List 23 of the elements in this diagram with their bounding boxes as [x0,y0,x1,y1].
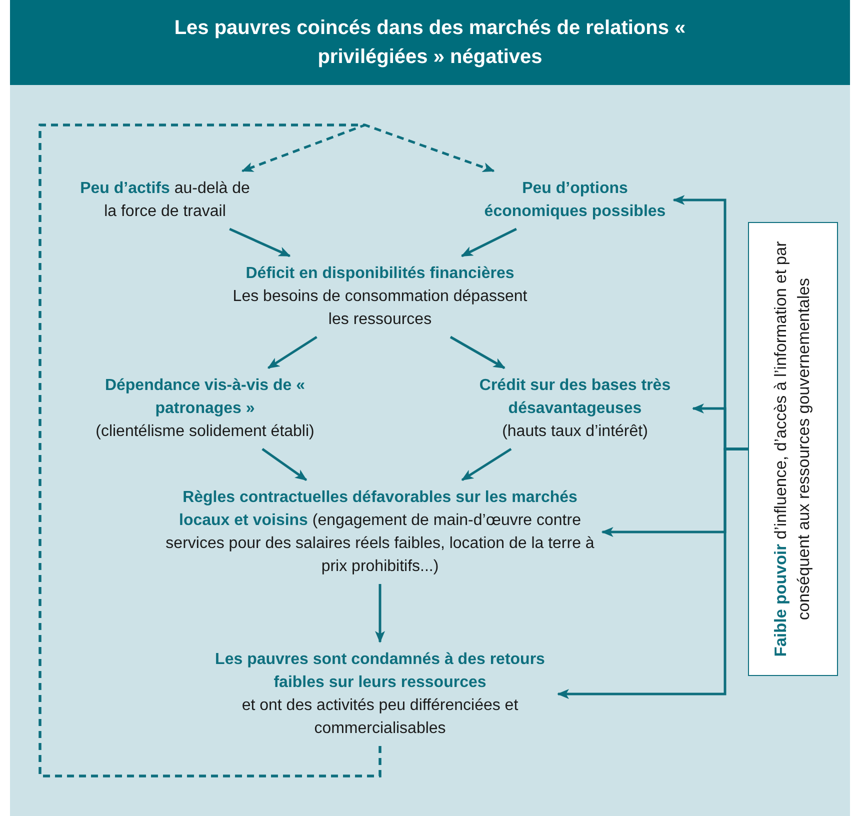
node-heading: Déficit en disponibilités financières [244,264,516,284]
title: Les pauvres coincés dans des marchés de relations « privilégiées » négatives [173,16,687,70]
dashed-arrow [38,124,495,778]
node-text: (clientélisme solidement établi) [94,422,316,442]
arrow [267,336,318,370]
node-text: et ont des activités peu différenciées et commercialisables [240,696,520,739]
arrow [557,448,748,699]
node-heading: Crédit sur des bases très désavantageuses [478,376,672,419]
arrow [450,336,506,370]
node-text: Les besoins de consommation dépassent les ressources [232,287,528,330]
node-heading: Peu d’options économiques possibles [475,177,675,223]
arrow [461,448,512,482]
arrow [229,228,291,258]
info-box [748,222,838,676]
arrow [460,228,517,258]
node-heading: Dépendance vis-à-vis de « patronages » [104,376,306,419]
arrow [262,448,308,482]
node-text: (hauts taux d’intérêt) [501,422,649,442]
arrow [375,584,385,643]
node-text: Peu d’actifs au-delà de la force de travail [75,177,255,223]
box-text: Faible pouvoir d’influence, d’accès à l’information et par conséquent aux ressources gouvernementales [771,240,814,659]
node-heading: Les pauvres sont condamnés à des retours faibles sur leurs ressources [214,650,546,693]
node-text: Règles contractuelles défavorables sur les marchés locaux et voisins (engagement de main-d’œuvre contre services pour des salaires réels faibles, location de la terre à prix prohibitifs...) [160,486,600,578]
